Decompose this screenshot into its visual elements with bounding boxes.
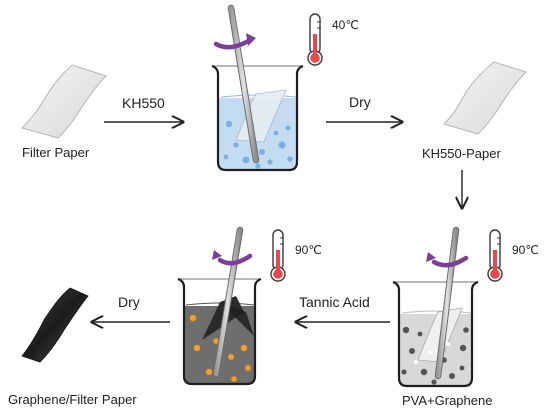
filter-paper-icon (21, 64, 107, 139)
filter-paper-label: Filter Paper (22, 145, 90, 160)
graphene-filter-paper-label: Graphene/Filter Paper (8, 392, 137, 407)
graphene-filter-paper-icon (21, 287, 89, 363)
stir-arrow-icon-3 (426, 252, 469, 268)
thermometer-icon-1 (307, 13, 323, 66)
thermometer-icon-3 (487, 229, 503, 282)
beaker-1 (211, 4, 304, 172)
temperature-label-2: 90℃ (295, 243, 322, 257)
pva-graphene-label: PVA+Graphene (402, 393, 492, 408)
step-dry-label-2: Dry (118, 294, 140, 310)
stir-arrow-icon-1 (213, 33, 256, 50)
stir-arrow-icon-2 (212, 250, 253, 266)
kh550-paper-icon (443, 61, 527, 135)
thermometer-icon-2 (270, 229, 286, 282)
kh550-paper-label: KH550-Paper (422, 146, 501, 161)
beaker-pva-graphene (392, 226, 479, 388)
step-kh550-label: KH550 (122, 95, 165, 111)
step-tannic-acid-label: Tannic Acid (299, 294, 370, 310)
beaker-tannic-acid (177, 226, 262, 386)
step-dry-label-1: Dry (349, 94, 371, 110)
temperature-label-3: 90℃ (512, 243, 539, 257)
temperature-label-1: 40℃ (332, 18, 359, 32)
